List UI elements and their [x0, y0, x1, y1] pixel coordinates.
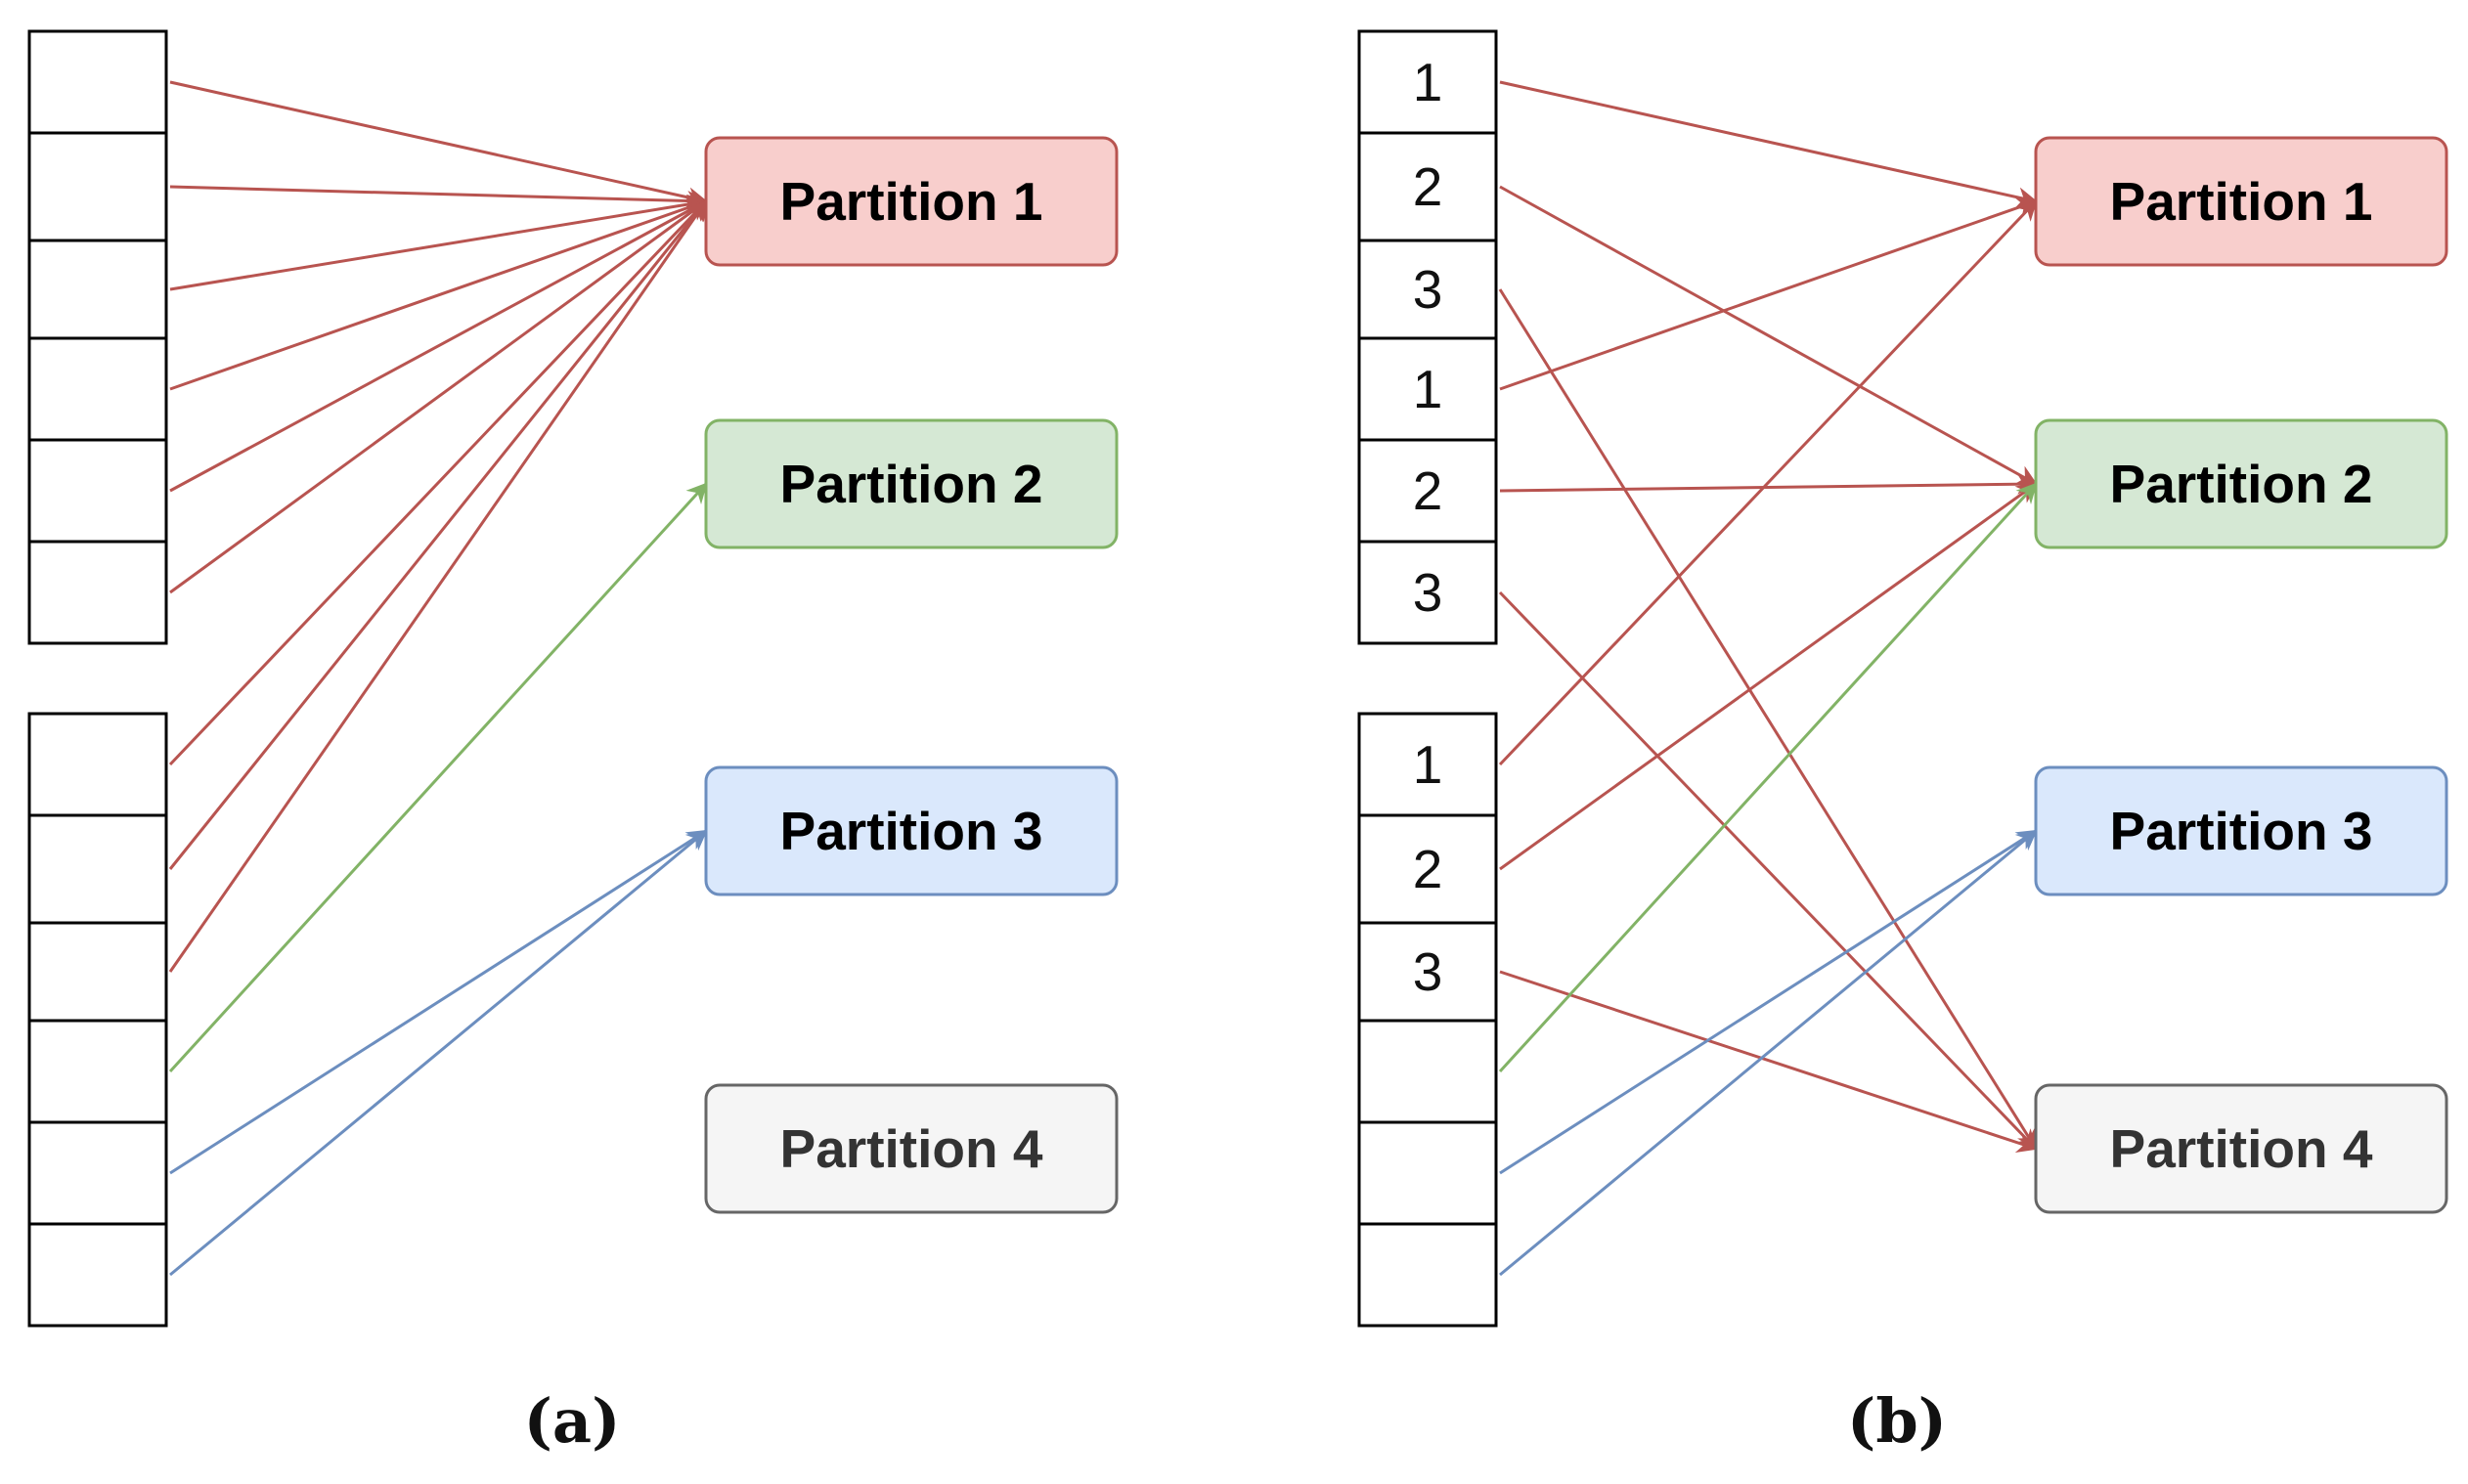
record-cell-label: 2: [1413, 839, 1443, 899]
edge-top-4-to-partition-1: [169, 199, 708, 493]
edge-bottom-2-to-partition-4: [1499, 970, 2038, 1154]
panel-b-bottom-record-group: 1 2 3: [1357, 712, 1498, 1328]
partition-label: Partition 1: [780, 171, 1043, 232]
partition-label: Partition 3: [2110, 801, 2373, 861]
partition-2-box: Partition 2: [704, 418, 1119, 549]
panel-b-top-record-group: 1 2 3 1 2 3: [1357, 29, 1498, 645]
panel-b-edges: [1498, 80, 2039, 1277]
panel-a-top-record-group: [27, 29, 168, 645]
partition-2-box: Partition 2: [2034, 418, 2448, 549]
partition-box-shape: [2034, 136, 2448, 267]
partition-box-shape: [704, 765, 1119, 896]
panel-a-edges: [168, 80, 709, 1277]
edge-bottom-1-to-partition-2: [1499, 482, 2038, 871]
edge-bottom-5-to-partition-3: [1499, 829, 2038, 1277]
edge-top-5-to-partition-4: [1498, 590, 2038, 1151]
edge-top-3-to-partition-1: [169, 197, 708, 391]
edge-top-2-to-partition-4: [1498, 288, 2038, 1151]
partition-1-box: Partition 1: [704, 136, 1119, 267]
panel-a: Partition 1 Partition 2 Partition 3 Partiti…: [27, 29, 1119, 1457]
edge-top-0-to-partition-1: [169, 80, 709, 208]
edge-bottom-0-to-partition-1: [1498, 199, 2038, 766]
partition-label: Partition 2: [780, 454, 1043, 514]
record-cell-label: 1: [1413, 52, 1443, 112]
partition-label: Partition 1: [2110, 171, 2373, 232]
partition-4-box: Partition 4: [2034, 1083, 2448, 1214]
edge-top-4-to-partition-2: [1499, 473, 2039, 495]
partition-box-shape: [2034, 1083, 2448, 1214]
edge-bottom-3-to-partition-2: [168, 482, 708, 1073]
panel-a-caption: (a): [524, 1385, 621, 1457]
partition-box-shape: [704, 136, 1119, 267]
edge-top-5-to-partition-1: [169, 199, 708, 594]
partition-box-shape: [2034, 765, 2448, 896]
record-cell-label: 2: [1413, 156, 1443, 217]
partition-3-box: Partition 3: [704, 765, 1119, 896]
edge-bottom-1-to-partition-1: [168, 199, 708, 870]
edge-bottom-5-to-partition-3: [169, 829, 708, 1277]
edge-top-1-to-partition-1: [169, 185, 709, 211]
panel-a-partitions: Partition 1 Partition 2 Partition 3 Partiti…: [704, 136, 1119, 1214]
record-cell-label: 2: [1413, 460, 1443, 521]
edge-bottom-2-to-partition-1: [168, 199, 708, 973]
partition-3-box: Partition 3: [2034, 765, 2448, 896]
record-cell-label: 1: [1413, 359, 1443, 419]
record-cell-label: 3: [1413, 259, 1443, 320]
partition-label: Partition 4: [2110, 1118, 2373, 1179]
edge-bottom-3-to-partition-2: [1498, 482, 2038, 1073]
partition-4-box: Partition 4: [704, 1083, 1119, 1214]
partition-box-shape: [704, 1083, 1119, 1214]
panel-a-bottom-record-group: [27, 712, 168, 1328]
edge-bottom-0-to-partition-1: [168, 199, 708, 766]
record-cell-label: 1: [1413, 734, 1443, 795]
partition-label: Partition 4: [780, 1118, 1043, 1179]
panel-b-caption: (b): [1847, 1385, 1947, 1457]
partition-box-shape: [704, 418, 1119, 549]
partition-label: Partition 2: [2110, 454, 2373, 514]
partition-1-box: Partition 1: [2034, 136, 2448, 267]
edge-top-3-to-partition-1: [1499, 197, 2038, 391]
edge-bottom-4-to-partition-3: [169, 829, 708, 1175]
panel-b-partitions: Partition 1 Partition 2 Partition 3 Partiti…: [2034, 136, 2448, 1214]
edge-bottom-4-to-partition-3: [1499, 829, 2038, 1175]
record-cell-label: 3: [1413, 562, 1443, 623]
edge-top-1-to-partition-2: [1499, 185, 2038, 486]
partition-label: Partition 3: [780, 801, 1043, 861]
edge-top-2-to-partition-1: [169, 194, 709, 291]
partition-box-shape: [2034, 418, 2448, 549]
record-cell-label: 3: [1413, 941, 1443, 1002]
edge-top-0-to-partition-1: [1499, 80, 2039, 208]
